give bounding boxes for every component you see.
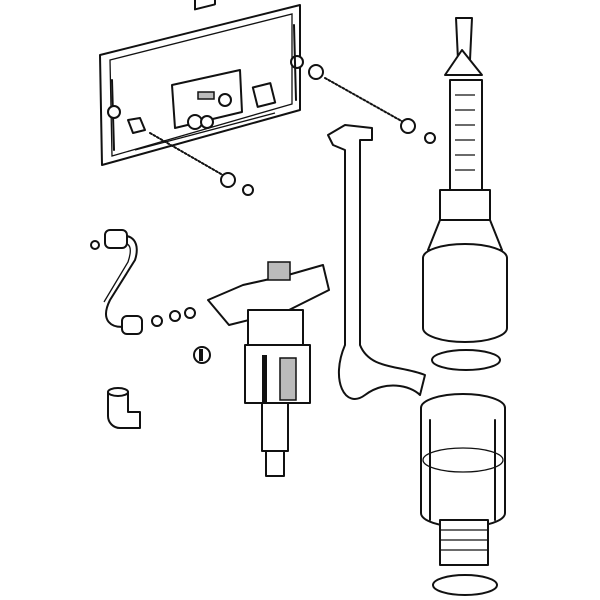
flush-valve: [422, 17, 508, 371]
float-rod-bracket: [327, 124, 426, 400]
geberit-logo: [279, 357, 297, 401]
flush-valve-basket: [420, 393, 506, 566]
fill-valve: [207, 261, 330, 477]
threaded-rods: [127, 64, 436, 196]
flexible-connection-pipe: [90, 229, 211, 364]
elbow-fitting: [107, 387, 141, 429]
mounting-plate: [99, 0, 304, 166]
sealing-ring: [432, 574, 498, 596]
